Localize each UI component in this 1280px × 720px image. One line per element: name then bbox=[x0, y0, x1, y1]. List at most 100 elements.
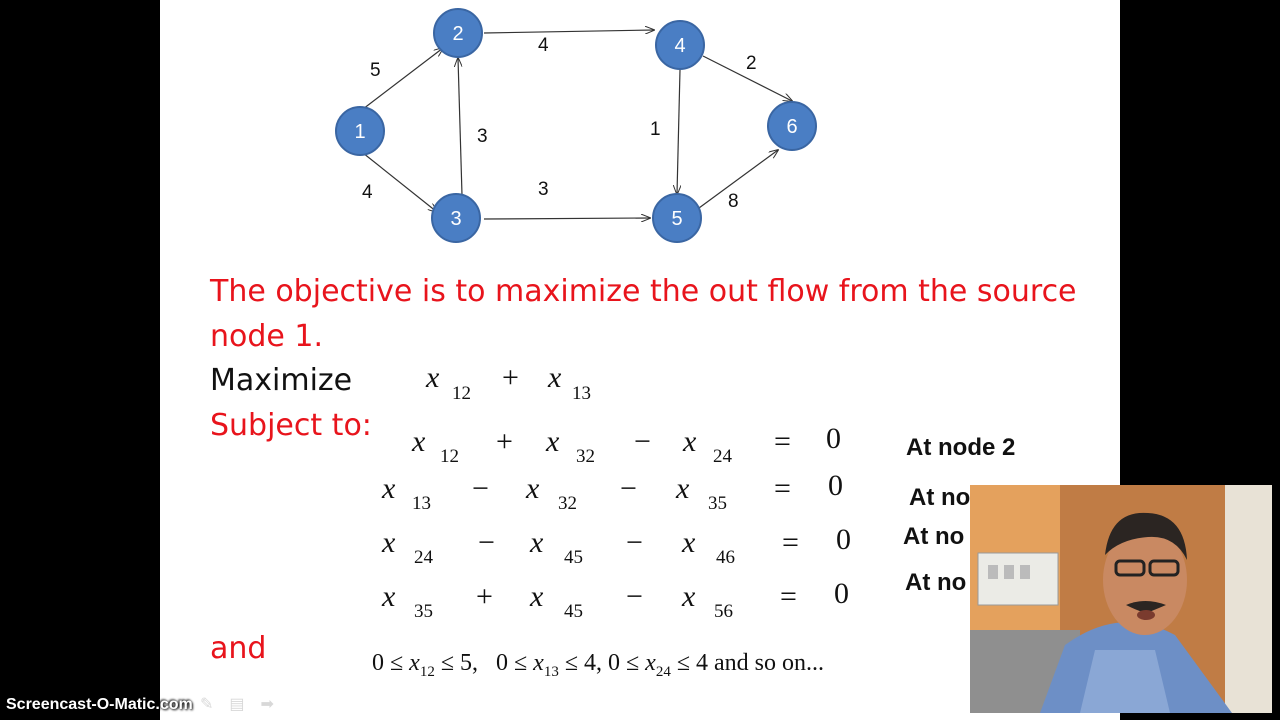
constraint-var: x bbox=[682, 580, 696, 613]
constraint-var: x bbox=[676, 472, 690, 505]
constraint-rhs: 0 bbox=[834, 577, 849, 610]
bound-post: ≤ 4, bbox=[558, 650, 608, 676]
constraint-sub: 46 bbox=[716, 547, 735, 568]
constraint-var: x bbox=[682, 526, 696, 559]
menu-icon[interactable]: ▤ bbox=[229, 696, 245, 713]
constraint-op: + bbox=[496, 425, 513, 458]
constraint-label-node-3: At no bbox=[909, 484, 971, 511]
edge-4-6 bbox=[702, 55, 792, 101]
constraint-sub: 45 bbox=[564, 601, 583, 622]
edge-label-2-4: 4 bbox=[538, 35, 549, 56]
bound-pre: 0 ≤ bbox=[372, 650, 410, 676]
objective-plus: + bbox=[502, 361, 519, 394]
node-1: 1 bbox=[335, 106, 385, 156]
constraint-sub: 24 bbox=[414, 547, 433, 568]
constraint-sub: 32 bbox=[576, 446, 595, 467]
constraint-node-3: x 13 − x 32 − x 35 = 0 bbox=[380, 469, 860, 517]
bound-pre: 0 ≤ bbox=[608, 650, 646, 676]
constraint-sub: 35 bbox=[708, 493, 727, 514]
constraint-var: x bbox=[382, 580, 396, 613]
constraint-sub: 12 bbox=[440, 446, 459, 467]
edge-label-3-5: 3 bbox=[538, 179, 549, 200]
objective-sub-2: 13 bbox=[572, 383, 591, 404]
constraint-var: x bbox=[382, 526, 396, 559]
capacity-bounds: 0 ≤ x12 ≤ 5, 0 ≤ x13 ≤ 4, 0 ≤ x24 ≤ 4 an… bbox=[372, 650, 824, 681]
edge-label-4-5: 1 bbox=[650, 119, 661, 140]
node-5: 5 bbox=[652, 193, 702, 243]
bound-var: x bbox=[645, 650, 656, 676]
and-label: and bbox=[210, 631, 267, 666]
constraint-var: x bbox=[683, 425, 697, 458]
constraint-sub: 35 bbox=[414, 601, 433, 622]
constraint-sub: 56 bbox=[714, 601, 733, 622]
constraint-var: x bbox=[530, 580, 544, 613]
constraint-eq: = bbox=[782, 526, 799, 559]
constraint-label-node-5: At no bbox=[905, 569, 967, 596]
edge-label-1-2: 5 bbox=[370, 60, 381, 81]
objective-line-1: The objective is to maximize the out flo… bbox=[210, 274, 1077, 309]
bound-post: ≤ 5, bbox=[434, 650, 496, 676]
constraint-var: x bbox=[382, 472, 396, 505]
node-3: 3 bbox=[431, 193, 481, 243]
constraint-node-4: x 24 − x 45 − x 46 = 0 bbox=[380, 523, 860, 571]
edge-1-3 bbox=[362, 152, 437, 212]
bound-post: ≤ 4 and so on... bbox=[670, 650, 824, 676]
edge-label-4-6: 2 bbox=[746, 53, 757, 74]
constraint-rhs: 0 bbox=[828, 469, 843, 502]
constraint-label-node-4: At no bbox=[903, 523, 965, 550]
network-graph: 5 4 3 4 3 1 2 8 1 2 3 4 5 6 bbox=[335, 8, 817, 243]
constraint-var: x bbox=[546, 425, 560, 458]
recorder-watermark: Screencast-O-Matic.com bbox=[6, 696, 193, 713]
maximize-label: Maximize bbox=[210, 363, 353, 398]
constraint-op: − bbox=[626, 526, 643, 559]
constraint-var: x bbox=[530, 526, 544, 559]
slide-nav-controls[interactable]: ✎ ▤ ➡ bbox=[200, 694, 290, 714]
node-4: 4 bbox=[655, 20, 705, 70]
edge-5-6 bbox=[698, 150, 778, 209]
edge-1-2 bbox=[362, 48, 443, 110]
edge-3-2 bbox=[458, 58, 463, 196]
constraint-sub: 24 bbox=[713, 446, 732, 467]
bound-var: x bbox=[533, 650, 544, 676]
constraint-sub: 13 bbox=[412, 493, 431, 514]
constraint-node-5: x 35 + x 45 − x 56 = 0 bbox=[380, 577, 860, 625]
edge-3-5 bbox=[483, 218, 650, 219]
constraint-rhs: 0 bbox=[836, 523, 851, 556]
subject-to-label: Subject to: bbox=[210, 408, 372, 443]
objective-function: x 12 + x 13 bbox=[426, 361, 606, 406]
edge-label-5-6: 8 bbox=[728, 191, 739, 212]
slide: 5 4 3 4 3 1 2 8 1 2 3 4 5 6 bbox=[160, 0, 1120, 720]
next-arrow-icon[interactable]: ➡ bbox=[260, 696, 274, 713]
pen-icon[interactable]: ✎ bbox=[200, 696, 214, 713]
edge-label-3-2: 3 bbox=[477, 126, 488, 147]
node-label-3: 3 bbox=[450, 208, 461, 230]
node-label-2: 2 bbox=[452, 23, 463, 45]
node-label-5: 5 bbox=[671, 208, 682, 230]
presenter-video-frame bbox=[970, 485, 1272, 713]
constraint-eq: = bbox=[774, 472, 791, 505]
presenter-webcam bbox=[970, 485, 1272, 713]
constraint-sub: 32 bbox=[558, 493, 577, 514]
constraint-eq: = bbox=[774, 425, 791, 458]
bound-sub: 13 bbox=[543, 663, 559, 680]
node-label-1: 1 bbox=[354, 121, 365, 143]
node-label-6: 6 bbox=[786, 116, 797, 138]
bound-pre: 0 ≤ bbox=[496, 650, 534, 676]
constraint-op: − bbox=[620, 472, 637, 505]
constraint-op: − bbox=[634, 425, 651, 458]
constraint-eq: = bbox=[780, 580, 797, 613]
bound-var: x bbox=[409, 650, 420, 676]
constraint-node-2: x 12 + x 32 − x 24 = 0 bbox=[410, 422, 860, 470]
edge-label-1-3: 4 bbox=[362, 182, 373, 203]
constraint-sub: 45 bbox=[564, 547, 583, 568]
edge-2-4 bbox=[483, 30, 654, 33]
constraint-op: − bbox=[472, 472, 489, 505]
objective-var-2: x bbox=[548, 361, 562, 394]
constraint-op: + bbox=[476, 580, 493, 613]
constraint-op: − bbox=[478, 526, 495, 559]
constraint-var: x bbox=[526, 472, 540, 505]
bound-sub: 24 bbox=[655, 663, 671, 680]
objective-sub-1: 12 bbox=[452, 383, 471, 404]
objective-var-1: x bbox=[426, 361, 440, 394]
constraint-var: x bbox=[412, 425, 426, 458]
